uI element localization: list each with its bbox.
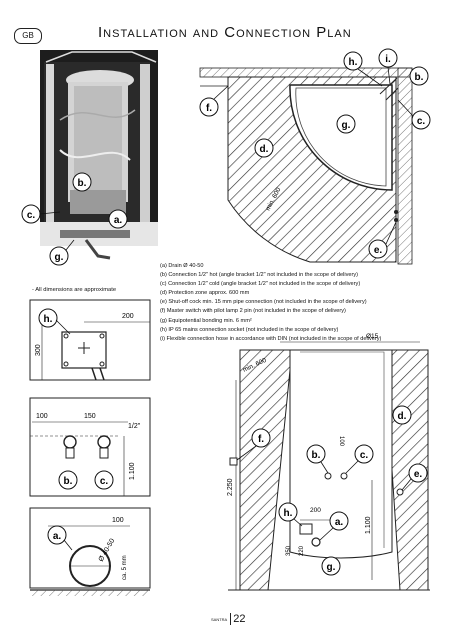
- elevation-callout-a: a.: [319, 511, 349, 541]
- svg-text:c.: c.: [100, 476, 109, 487]
- legend-item-g: (g) Equipotential bonding min. 6 mm²: [160, 317, 252, 324]
- dim-200-elevation: 200: [310, 507, 321, 514]
- elevation-drawing: Ø15 min. 600 2.250 100 200 1.100 350 220…: [227, 333, 430, 591]
- page-number: 22: [230, 613, 246, 625]
- language-badge: GB: [14, 28, 42, 44]
- legend-item-c: (c) Connection 1/2" cold (angle bracket …: [160, 281, 361, 288]
- detail-box-connections: 100 150 1/2" 1.100 b. c.: [29, 397, 151, 497]
- svg-text:d.: d.: [260, 144, 269, 155]
- dim-100-elevation: 100: [338, 436, 344, 447]
- dim-350: 350: [286, 545, 292, 556]
- elevation-callout-b: b.: [306, 444, 329, 474]
- legend-item-f: (f) Master switch with pilot lamp 2 pin …: [160, 308, 346, 315]
- plan-callout-i: i.: [378, 48, 398, 85]
- socket-callout-h: h.: [38, 308, 71, 335]
- dim-1100-elevation: 1.100: [365, 516, 372, 534]
- dim-100: 100: [36, 413, 48, 420]
- dimensions-note: - All dimensions are approximate: [32, 287, 117, 293]
- svg-text:d.: d.: [398, 411, 407, 422]
- plan-callout-f: f.: [199, 85, 229, 117]
- connections-callout-b: b.: [58, 470, 78, 490]
- legend-item-i: (i) Flexible connection hose in accordan…: [160, 335, 382, 342]
- drain-callout-a: a.: [47, 525, 73, 551]
- elevation-callout-e: e.: [401, 463, 428, 491]
- svg-text:a.: a.: [114, 215, 123, 226]
- svg-text:f.: f.: [206, 103, 212, 114]
- plan-view-drawing: min. 600 h. i. b. c.: [199, 48, 431, 265]
- dim-220: 220: [299, 545, 305, 556]
- brand-label: SANTRA: [211, 616, 228, 622]
- dim-d15: Ø15: [366, 333, 379, 340]
- photo-callout-c: c.: [21, 204, 61, 224]
- dim-1100: 1.100: [129, 462, 136, 480]
- plan-callout-h: h.: [343, 51, 383, 87]
- svg-text:e.: e.: [414, 469, 423, 480]
- dim-ca-5mm: ca. 5 mm: [122, 555, 128, 580]
- elevation-callout-f: f.: [236, 428, 271, 461]
- detail-box-socket: 200 300 h.: [29, 299, 151, 381]
- plan-callout-c: c.: [397, 99, 431, 130]
- dim-150: 150: [84, 413, 96, 420]
- plan-callout-e: e.: [368, 221, 397, 259]
- photo-callout-b: b.: [72, 172, 92, 192]
- dim-200: 200: [122, 313, 134, 320]
- elevation-callout-g: g.: [321, 556, 341, 576]
- dim-half-inch: 1/2": [128, 423, 141, 430]
- legend-item-h: (h) IP 65 mains connection socket (not i…: [160, 326, 339, 333]
- svg-text:e.: e.: [374, 245, 383, 256]
- plan-callout-d: d.: [254, 138, 274, 158]
- legend-item-e: (e) Shut-off cock min. 15 mm pipe connec…: [160, 299, 367, 306]
- svg-text:i.: i.: [385, 54, 391, 65]
- legend-item-a: (a) Drain Ø 40-50: [160, 263, 204, 269]
- shower-cabin-photo: b. a. c. g.: [21, 50, 158, 266]
- svg-text:g.: g.: [342, 120, 351, 131]
- elevation-callout-d: d.: [392, 405, 412, 425]
- legend-item-b: (b) Connection 1/2" hot (angle bracket 1…: [160, 272, 359, 279]
- svg-text:b.: b.: [64, 476, 73, 487]
- photo-callout-a: a.: [108, 209, 128, 229]
- legend-item-d: (d) Protection zone approx. 600 mm: [160, 290, 250, 297]
- plan-callout-b: b.: [409, 66, 429, 86]
- svg-text:b.: b.: [312, 450, 321, 461]
- dim-100-drain: 100: [112, 517, 124, 524]
- detail-box-drain: 100 Ø 40-50 ca. 5 mm a.: [29, 507, 151, 596]
- dim-2250: 2.250: [227, 478, 234, 496]
- svg-text:h.: h.: [349, 57, 358, 68]
- svg-text:c.: c.: [360, 450, 369, 461]
- svg-text:c.: c.: [27, 210, 36, 221]
- svg-text:b.: b.: [78, 178, 87, 189]
- svg-text:h.: h.: [44, 314, 53, 325]
- elevation-callout-h: h.: [278, 502, 303, 527]
- svg-text:b.: b.: [415, 72, 424, 83]
- elevation-callout-c: c.: [345, 444, 374, 474]
- svg-text:h.: h.: [284, 508, 293, 519]
- svg-text:g.: g.: [55, 252, 64, 263]
- page-title: Installation and Connection Plan: [98, 24, 352, 41]
- connections-callout-c: c.: [94, 470, 114, 490]
- svg-text:c.: c.: [417, 116, 426, 127]
- svg-text:a.: a.: [335, 517, 344, 528]
- dim-300: 300: [35, 344, 42, 356]
- plan-callout-g: g.: [336, 114, 356, 134]
- legend-list: (a) Drain Ø 40-50 (b) Connection 1/2" ho…: [160, 262, 445, 344]
- svg-text:f.: f.: [258, 434, 264, 445]
- svg-text:a.: a.: [53, 531, 62, 542]
- photo-callout-g: g.: [49, 239, 75, 266]
- svg-text:g.: g.: [327, 562, 336, 573]
